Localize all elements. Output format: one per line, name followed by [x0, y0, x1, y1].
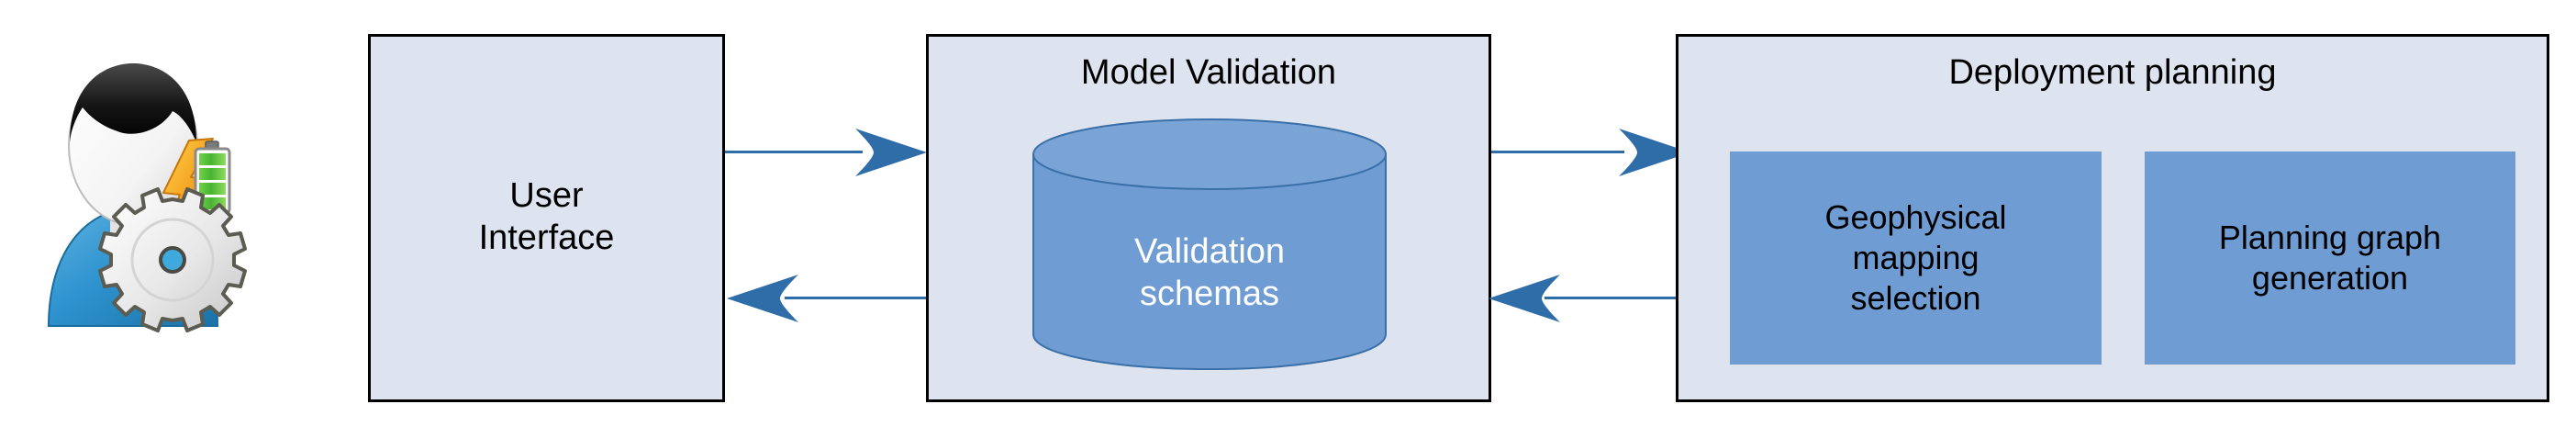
- geophysical-label-line-1: Geophysical: [1824, 198, 2007, 236]
- geophysical-label-line-2: mapping: [1852, 239, 1979, 276]
- connector-deployment-to-model-line: [1544, 297, 1678, 299]
- datastore-validation-schemas[interactable]: Validation schemas: [1032, 118, 1388, 371]
- connector-model-to-deployment-arrowhead: [1617, 129, 1692, 176]
- subnode-geophysical-mapping-selection[interactable]: Geophysical mapping selection: [1730, 152, 2102, 365]
- subnode-planning-graph-generation[interactable]: Planning graph generation: [2145, 152, 2515, 365]
- geophysical-label-line-3: selection: [1850, 279, 1981, 317]
- gear-icon: [98, 187, 247, 332]
- deployment-planning-title: Deployment planning: [1948, 53, 2277, 92]
- node-user-interface[interactable]: User Interface: [368, 34, 725, 402]
- connector-ui-to-model-line: [725, 151, 863, 153]
- user-gear-battery-icon: [26, 51, 292, 363]
- user-interface-label-line-1: User: [509, 176, 584, 215]
- connector-model-to-ui-arrowhead: [725, 275, 800, 322]
- planning-graph-label-line-1: Planning graph: [2218, 219, 2442, 256]
- model-validation-title: Model Validation: [1080, 53, 1337, 92]
- planning-graph-label-line-2: generation: [2251, 259, 2409, 297]
- connector-ui-to-model-arrowhead: [853, 129, 929, 176]
- connector-model-to-ui-line: [785, 297, 927, 299]
- connector-model-to-deployment-line: [1491, 151, 1624, 153]
- user-interface-label-line-2: Interface: [478, 219, 615, 257]
- connector-deployment-to-model-arrowhead: [1487, 275, 1562, 322]
